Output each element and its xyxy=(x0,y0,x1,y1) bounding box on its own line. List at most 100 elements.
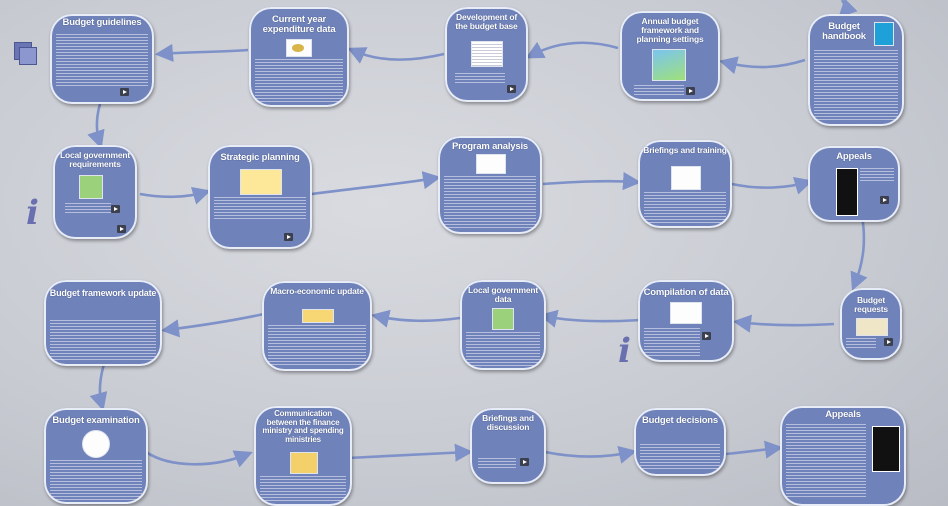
map-image xyxy=(79,175,103,199)
play-icon[interactable] xyxy=(702,332,711,340)
step-number: 9 xyxy=(249,7,256,15)
arrow-9-10 xyxy=(154,43,249,62)
card-description xyxy=(214,197,306,221)
play-icon[interactable] xyxy=(884,338,893,346)
step-number: 24 xyxy=(634,408,641,416)
card-strategic-planning[interactable]: 12 Strategic planning xyxy=(208,145,312,249)
map-image xyxy=(492,308,514,330)
card-title: Budget decisions xyxy=(642,415,718,426)
card-macro-economic-update[interactable]: 19 Macro-economic update xyxy=(262,281,372,371)
card-local-government-data[interactable]: 18 Local government data xyxy=(460,280,546,370)
arrow-24-25 xyxy=(725,440,784,459)
card-budget-handbook[interactable]: 6 Budget handbook xyxy=(808,14,904,126)
card-description xyxy=(65,203,111,215)
card-description xyxy=(50,460,142,500)
card-budget-guidelines[interactable]: 10 Budget guidelines xyxy=(50,14,154,104)
card-title: Annual budget framework and planning set… xyxy=(636,16,704,44)
card-local-government-requirements[interactable]: 11 Local government requirements xyxy=(53,145,137,239)
step-number: 20 xyxy=(44,280,51,288)
card-title: Development of the budget base xyxy=(455,12,518,31)
play-icon[interactable] xyxy=(117,225,126,233)
card-description xyxy=(860,168,894,182)
arrow-top-in xyxy=(838,0,858,18)
play-icon[interactable] xyxy=(880,196,889,204)
arrow-14-15 xyxy=(731,177,813,195)
coins-image xyxy=(286,39,312,57)
spreadsheet-image xyxy=(471,41,503,67)
arrow-22-23 xyxy=(347,443,474,462)
step-number: 7 xyxy=(620,11,627,19)
play-icon[interactable] xyxy=(686,87,695,95)
step-number: 14 xyxy=(638,140,645,148)
card-title: Compilation of data xyxy=(643,287,729,298)
arrow-11-12 xyxy=(139,187,211,205)
arrow-6-7 xyxy=(718,56,806,75)
card-compilation-of-data[interactable]: 17 Compilation of data xyxy=(638,280,734,362)
card-title: Budget framework update xyxy=(49,288,157,298)
step-number: 11 xyxy=(53,145,60,153)
rainbow-image xyxy=(652,49,686,81)
people-image xyxy=(290,452,318,474)
card-description xyxy=(644,328,700,358)
card-title: Local government data xyxy=(467,285,538,304)
card-title: Budget requests xyxy=(854,295,888,314)
play-icon[interactable] xyxy=(284,233,293,241)
chart-image xyxy=(240,169,282,195)
step-number: 21 xyxy=(44,408,51,416)
play-icon[interactable] xyxy=(111,205,120,213)
card-appeals-1[interactable]: 15 Appeals xyxy=(808,146,900,222)
card-title: Program analysis xyxy=(451,141,528,152)
card-description xyxy=(634,85,684,95)
step-number: 6 xyxy=(808,14,815,22)
card-briefings-discussion[interactable]: 23 Briefings and discussion xyxy=(470,408,546,484)
duplicate-icon xyxy=(14,42,37,65)
card-communication-ministries[interactable]: 22 Communication between the finance min… xyxy=(254,406,352,506)
dots-image xyxy=(670,302,702,324)
card-description xyxy=(466,332,540,366)
arrow-18-19 xyxy=(370,309,461,328)
card-budget-decisions[interactable]: 24 Budget decisions xyxy=(634,408,726,476)
people-image xyxy=(671,166,701,190)
arrow-12-13 xyxy=(311,171,442,196)
arrow-17-18 xyxy=(538,309,641,328)
arrow-21-22 xyxy=(145,450,253,468)
card-description xyxy=(478,458,516,468)
arrow-8-9 xyxy=(347,47,445,64)
card-description xyxy=(455,73,505,85)
card-budget-requests[interactable]: 16 Budget requests xyxy=(840,288,902,360)
card-title: Briefings and discussion xyxy=(482,413,534,432)
step-number: 17 xyxy=(638,280,645,288)
card-briefings-training[interactable]: 14 Briefings and training xyxy=(638,140,732,228)
step-number: 16 xyxy=(840,288,847,296)
card-description xyxy=(255,59,343,103)
card-title: Macro-economic update xyxy=(270,286,364,296)
card-annual-budget-framework[interactable]: 7 Annual budget framework and planning s… xyxy=(620,11,720,101)
info-icon: i xyxy=(618,331,631,371)
bar-chart-image xyxy=(476,154,506,174)
step-number: 18 xyxy=(460,280,467,288)
step-number: 8 xyxy=(445,7,452,15)
card-current-year-expenditure[interactable]: 9 Current year expenditure data xyxy=(249,7,349,107)
play-icon[interactable] xyxy=(520,458,529,466)
card-title: Current year expenditure data xyxy=(262,14,336,35)
seal-image xyxy=(82,430,110,458)
card-program-analysis[interactable]: 13 Program analysis xyxy=(438,136,542,234)
card-description xyxy=(846,338,876,348)
card-title: Budget handbook xyxy=(822,21,866,42)
card-appeals-2[interactable]: 25 Appeals xyxy=(780,406,906,506)
arrow-10-11 xyxy=(87,103,105,149)
graph-image xyxy=(302,309,334,323)
arrow-19-20 xyxy=(160,312,265,338)
arrow-13-14 xyxy=(542,172,642,191)
arrow-7-8 xyxy=(525,41,619,59)
play-icon[interactable] xyxy=(120,88,129,96)
play-icon[interactable] xyxy=(507,85,516,93)
step-number: 25 xyxy=(780,406,787,414)
card-development-budget-base[interactable]: 8 Development of the budget base xyxy=(445,7,528,102)
card-budget-framework-update[interactable]: 20 Budget framework update xyxy=(44,280,162,366)
card-title: Budget guidelines xyxy=(62,17,142,28)
step-number: 22 xyxy=(254,406,261,414)
card-description xyxy=(640,444,720,470)
card-budget-examination[interactable]: 21 Budget examination xyxy=(44,408,148,504)
